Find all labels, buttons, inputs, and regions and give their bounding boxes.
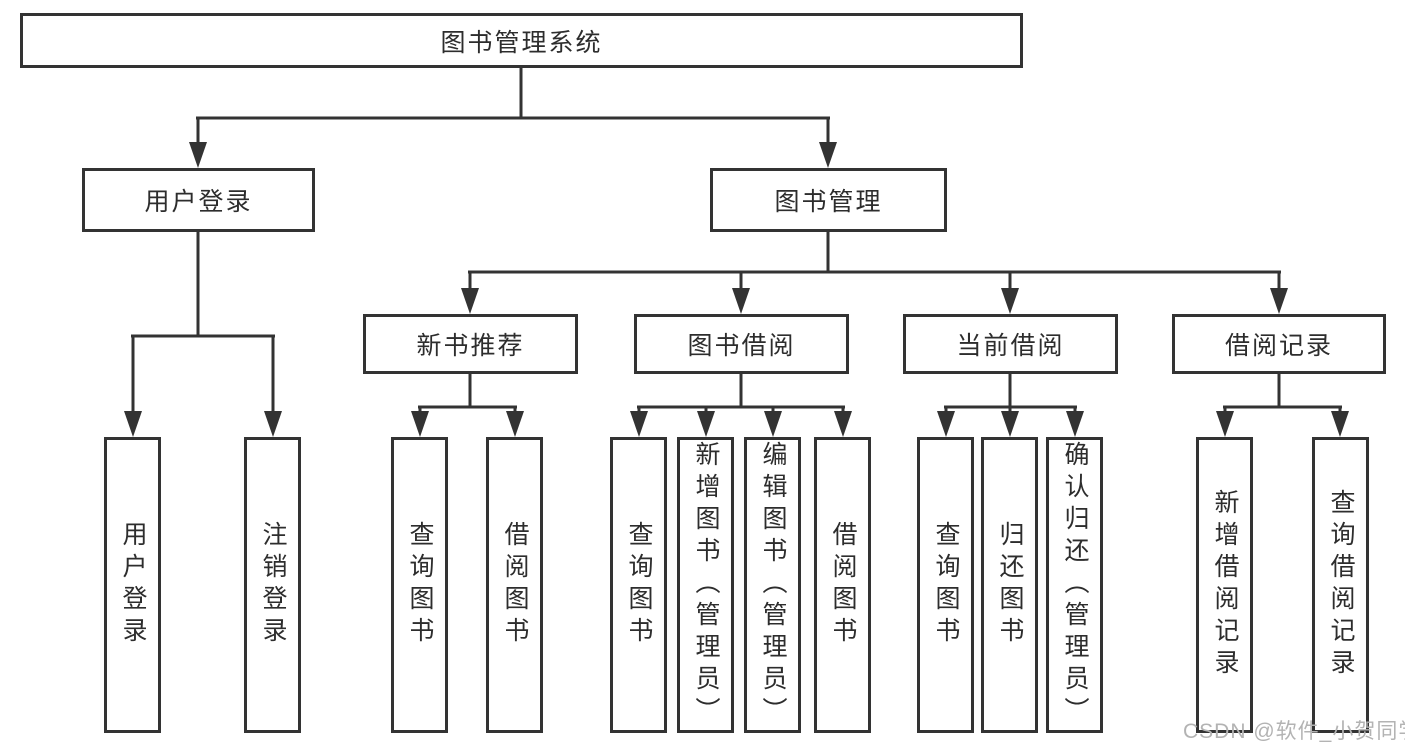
arrowhead-icon	[937, 411, 955, 437]
leaf-query-books-1-label: 查询图书	[406, 521, 434, 649]
leaf-query-books-3-label: 查询图书	[932, 521, 960, 649]
arrowhead-icon	[630, 411, 648, 437]
leaf-user-login-label: 用户登录	[119, 521, 147, 649]
node-current-borrowing-label: 当前借阅	[956, 332, 1065, 360]
node-book-management: 图书管理	[710, 168, 947, 232]
leaf-add-books-admin: 新增图书（管理员）	[677, 437, 734, 733]
arrowhead-icon	[1001, 288, 1019, 314]
leaf-query-books-2: 查询图书	[610, 437, 667, 733]
arrowhead-icon	[697, 411, 715, 437]
leaf-confirm-return-admin-label: 确认归还（管理员）	[1061, 441, 1089, 729]
arrowhead-icon	[1066, 411, 1084, 437]
arrowhead-icon	[506, 411, 524, 437]
arrowhead-icon	[834, 411, 852, 437]
arrowhead-icon	[1216, 411, 1234, 437]
arrowhead-icon	[189, 142, 207, 168]
leaf-add-borrow-record-label: 新增借阅记录	[1211, 489, 1239, 681]
leaf-logout-label: 注销登录	[259, 521, 287, 649]
arrowhead-icon	[1331, 411, 1349, 437]
arrowhead-icon	[764, 411, 782, 437]
csdn-watermark: CSDN @软件_小贺同学	[1183, 720, 1405, 743]
node-book-borrowing: 图书借阅	[634, 314, 849, 374]
leaf-edit-books-admin-label: 编辑图书（管理员）	[759, 441, 787, 729]
node-user-login-label: 用户登录	[144, 188, 253, 216]
node-borrowing-records: 借阅记录	[1172, 314, 1386, 374]
leaf-borrow-books-2-label: 借阅图书	[829, 521, 857, 649]
leaf-query-books-2-label: 查询图书	[625, 521, 653, 649]
leaf-return-books-label: 归还图书	[996, 521, 1024, 649]
leaf-borrow-books-2: 借阅图书	[814, 437, 871, 733]
leaf-logout: 注销登录	[244, 437, 301, 733]
leaf-user-login: 用户登录	[104, 437, 161, 733]
leaf-query-books-1: 查询图书	[391, 437, 448, 733]
leaf-query-books-3: 查询图书	[917, 437, 974, 733]
leaf-query-borrow-record: 查询借阅记录	[1312, 437, 1369, 733]
node-user-login: 用户登录	[82, 168, 315, 232]
node-current-borrowing: 当前借阅	[903, 314, 1118, 374]
arrowhead-icon	[819, 142, 837, 168]
node-new-book-recommend-label: 新书推荐	[416, 332, 525, 360]
leaf-borrow-books-1: 借阅图书	[486, 437, 543, 733]
leaf-add-books-admin-label: 新增图书（管理员）	[692, 441, 720, 729]
node-book-borrowing-label: 图书借阅	[687, 332, 796, 360]
leaf-edit-books-admin: 编辑图书（管理员）	[744, 437, 801, 733]
arrowhead-icon	[1001, 411, 1019, 437]
leaf-add-borrow-record: 新增借阅记录	[1196, 437, 1253, 733]
arrowhead-icon	[264, 411, 282, 437]
leaf-query-borrow-record-label: 查询借阅记录	[1327, 489, 1355, 681]
leaf-borrow-books-1-label: 借阅图书	[501, 521, 529, 649]
leaf-return-books: 归还图书	[981, 437, 1038, 733]
arrowhead-icon	[461, 288, 479, 314]
arrowhead-icon	[732, 288, 750, 314]
arrowhead-icon	[411, 411, 429, 437]
node-borrowing-records-label: 借阅记录	[1224, 332, 1333, 360]
node-new-book-recommend: 新书推荐	[363, 314, 578, 374]
node-root: 图书管理系统	[20, 13, 1023, 68]
node-root-label: 图书管理系统	[440, 28, 603, 57]
leaf-confirm-return-admin: 确认归还（管理员）	[1046, 437, 1103, 733]
arrowhead-icon	[124, 411, 142, 437]
arrowhead-icon	[1270, 288, 1288, 314]
node-book-management-label: 图书管理	[774, 188, 883, 216]
